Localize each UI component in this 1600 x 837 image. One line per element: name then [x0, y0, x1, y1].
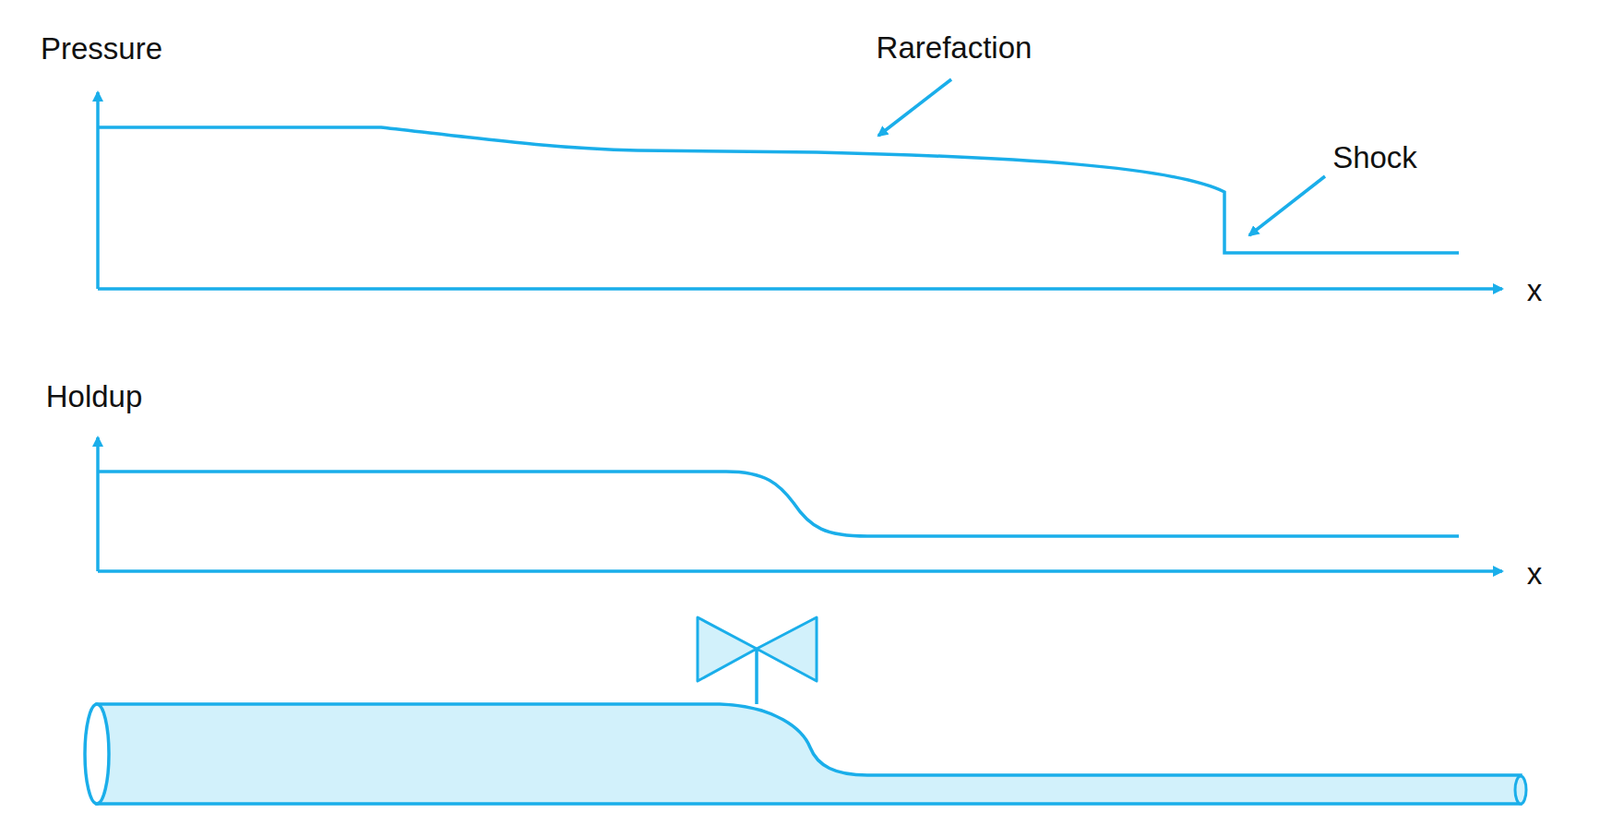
valve-symbol — [697, 617, 817, 681]
axis-label: x — [1527, 274, 1543, 306]
axis-title: Pressure — [40, 33, 163, 64]
leader-line — [1249, 176, 1326, 236]
valve-stem — [754, 648, 759, 705]
pressure-curve — [97, 127, 1459, 253]
callout-label: Rarefaction — [876, 32, 1033, 63]
pipe-end — [84, 704, 109, 804]
pipe-end — [1515, 776, 1527, 804]
y-axis — [95, 437, 100, 572]
axis-label: x — [1527, 558, 1543, 589]
x-axis — [97, 286, 1503, 291]
pipe — [96, 704, 1521, 804]
callout-label: Shock — [1332, 142, 1418, 173]
holdup-curve — [97, 471, 1459, 537]
y-axis — [95, 92, 100, 289]
leader-line — [878, 79, 952, 136]
x-axis — [97, 569, 1503, 574]
axis-title: Holdup — [46, 381, 144, 412]
